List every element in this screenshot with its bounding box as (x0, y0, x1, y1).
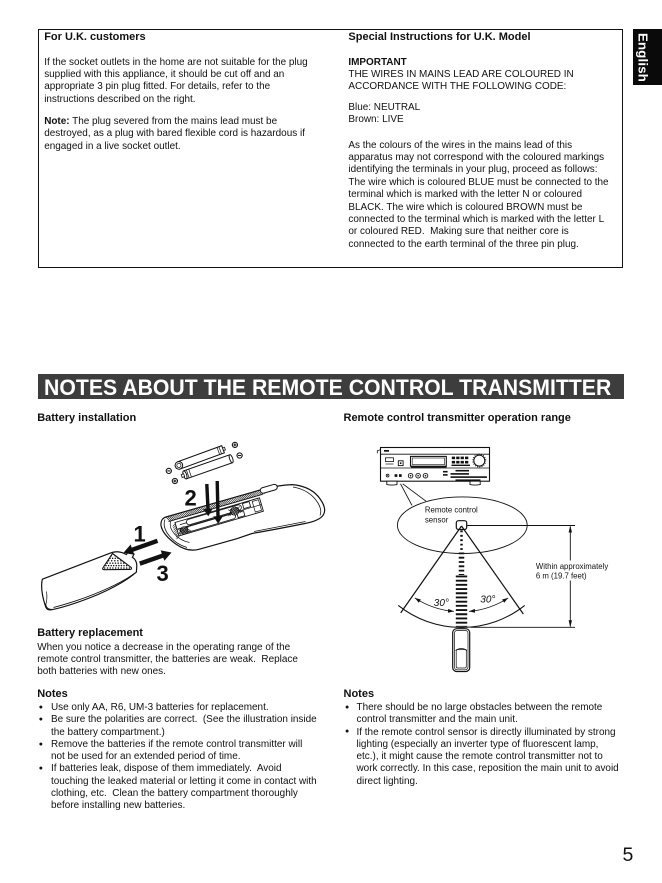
svg-text:2: 2 (185, 486, 197, 511)
svg-text:sensor: sensor (425, 516, 449, 525)
svg-text:6 m (19.7 feet): 6 m (19.7 feet) (536, 571, 587, 580)
svg-text:30°: 30° (434, 598, 449, 609)
svg-text:1: 1 (134, 522, 146, 547)
svg-text:30°: 30° (480, 595, 495, 606)
svg-text:Within approximately: Within approximately (536, 562, 608, 571)
svg-text:Remote control: Remote control (425, 506, 478, 515)
svg-text:3: 3 (157, 561, 169, 586)
